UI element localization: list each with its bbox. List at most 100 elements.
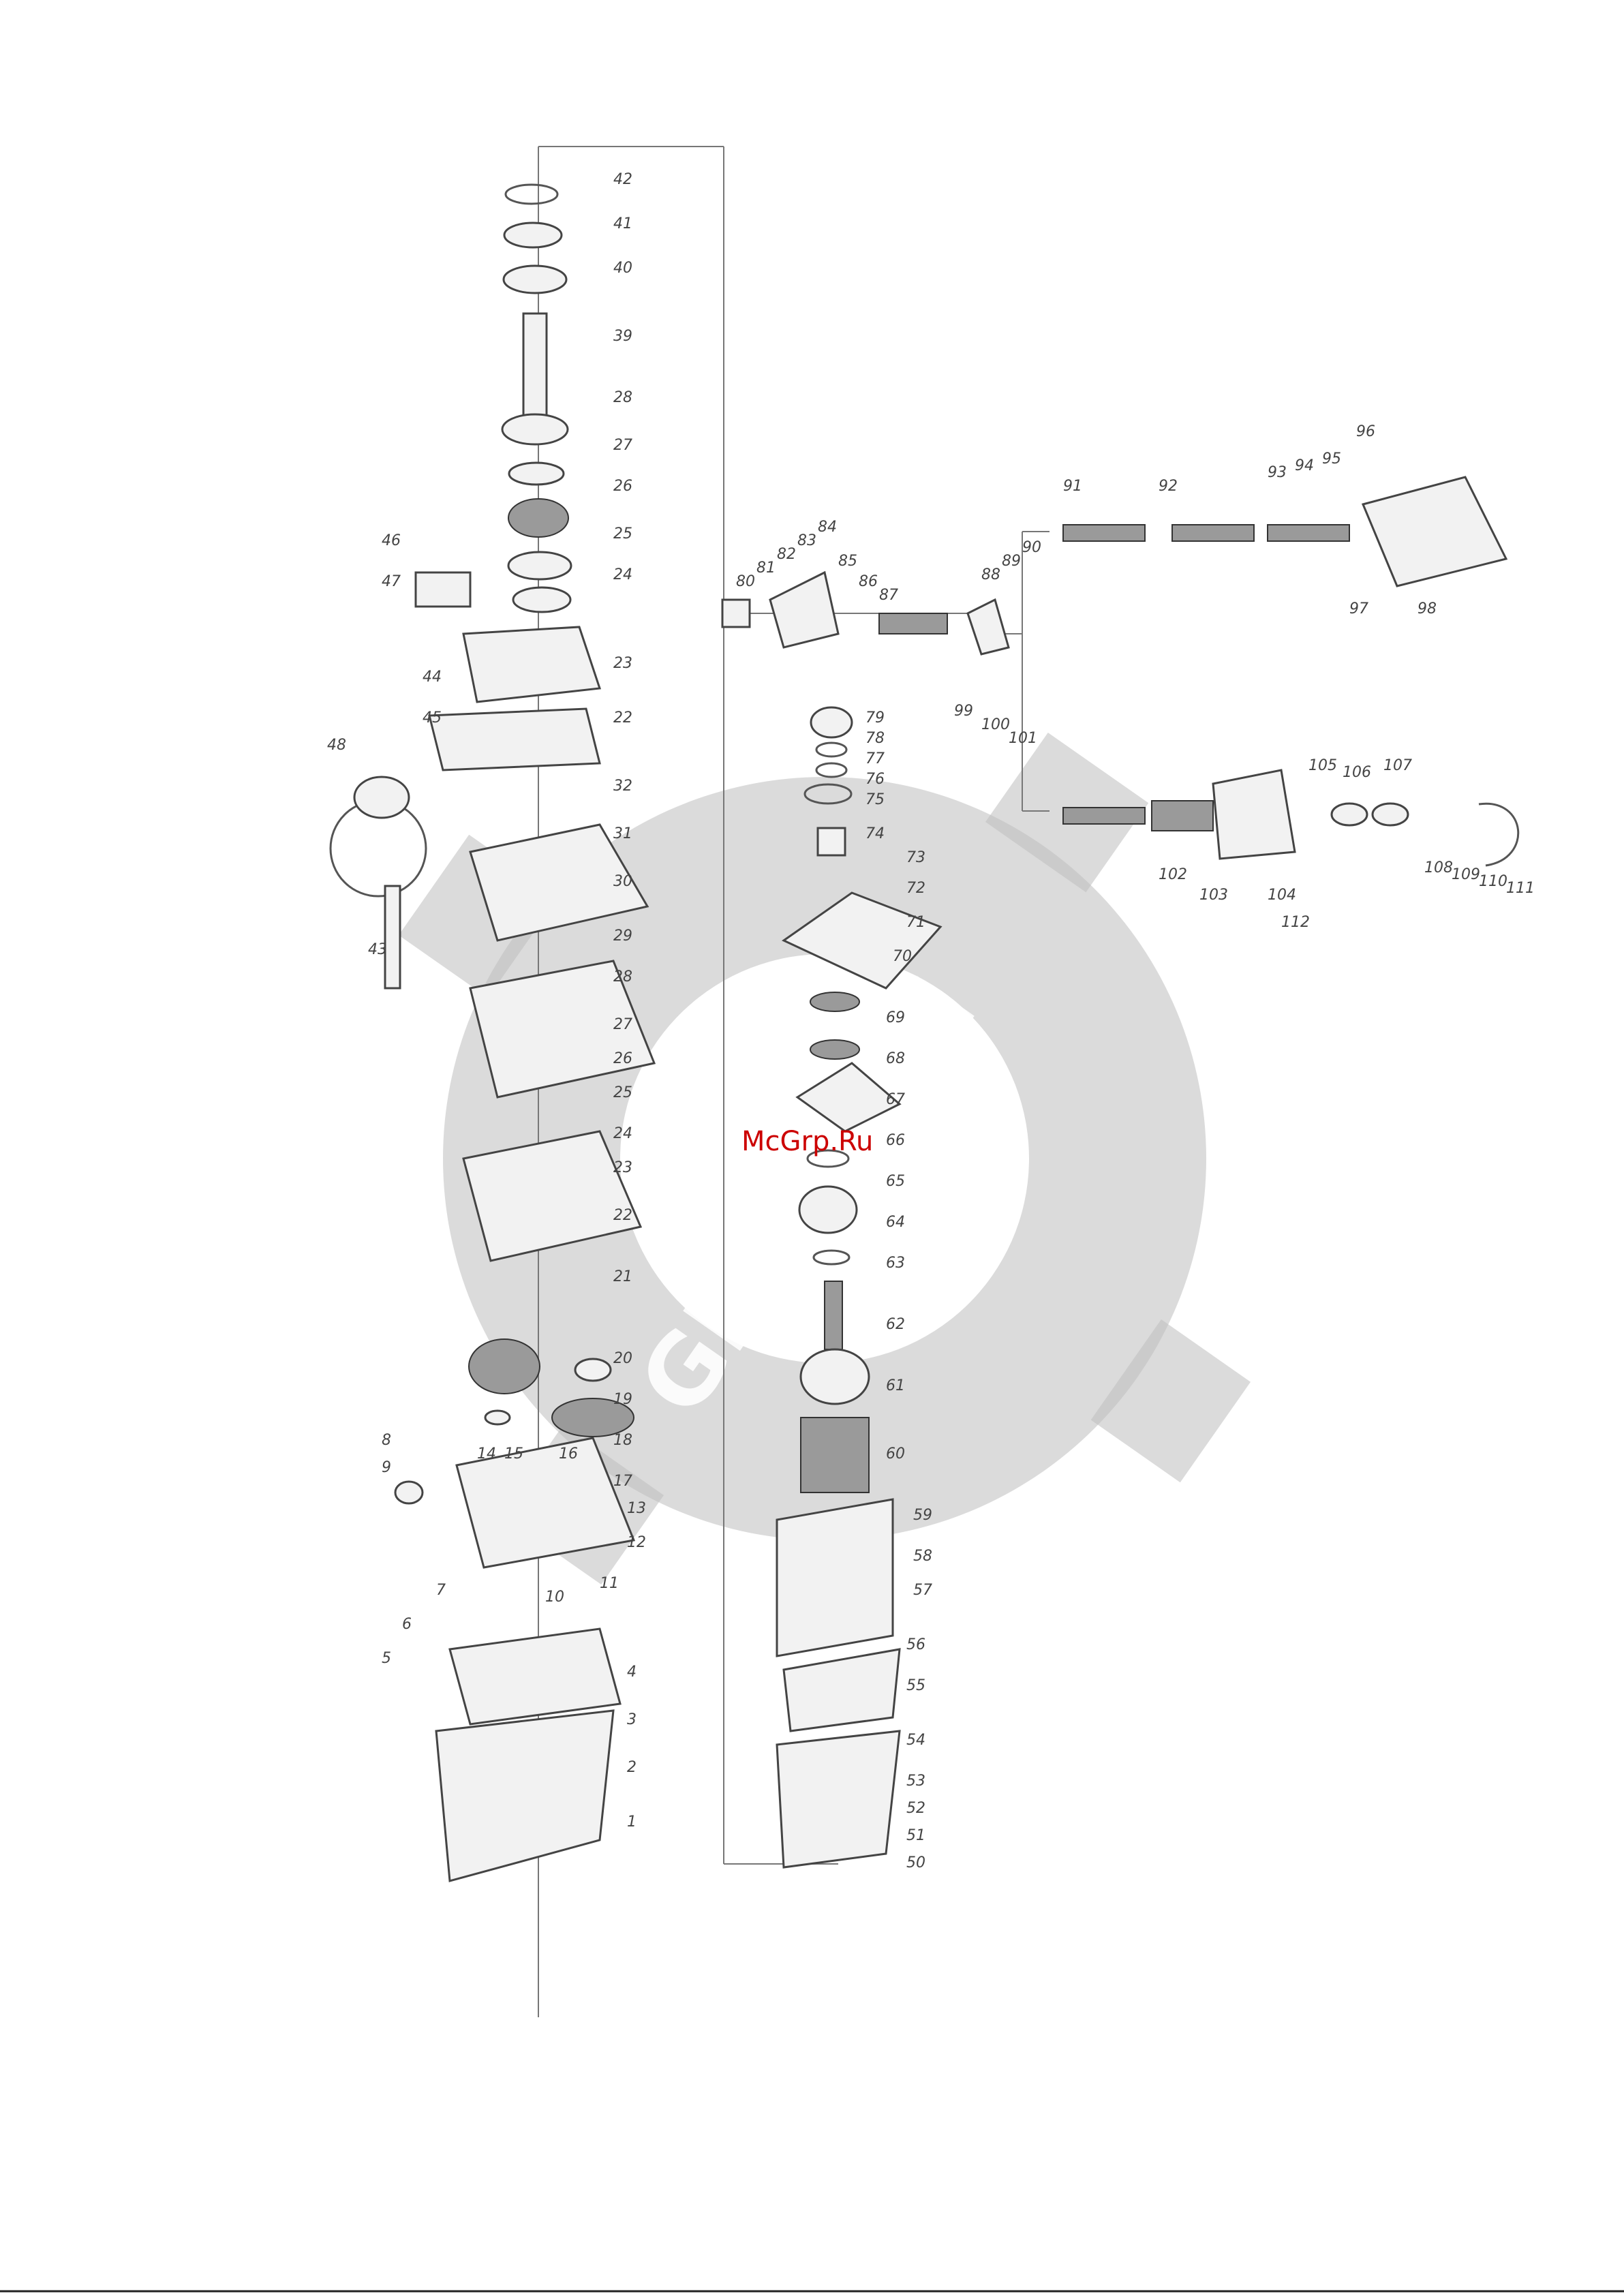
callout-label: 32 bbox=[613, 778, 632, 795]
callout-label: 24 bbox=[613, 1125, 632, 1142]
callout-label: 47 bbox=[382, 573, 401, 590]
callout-label: 14 bbox=[477, 1445, 496, 1463]
callout-label: 87 bbox=[879, 587, 898, 604]
callout-label: 69 bbox=[886, 1009, 905, 1026]
callout-label: 110 bbox=[1479, 873, 1507, 890]
callout-label: 66 bbox=[886, 1132, 905, 1149]
callout-label: 72 bbox=[906, 880, 925, 897]
callout-label: 25 bbox=[613, 1084, 632, 1101]
callout-label: 62 bbox=[886, 1316, 905, 1333]
callout-label: 53 bbox=[906, 1773, 925, 1790]
callout-label: 83 bbox=[797, 532, 816, 549]
callout-label: 86 bbox=[859, 573, 878, 590]
callout-label: 4 bbox=[627, 1664, 637, 1681]
callout-label: 51 bbox=[906, 1827, 925, 1844]
callout-label: 28 bbox=[613, 389, 632, 406]
callout-label: 12 bbox=[627, 1534, 646, 1551]
callout-label: 27 bbox=[613, 437, 632, 454]
callout-label: 25 bbox=[613, 525, 632, 542]
callout-label: 67 bbox=[886, 1091, 905, 1108]
callout-labels-centre: 79 78 77 76 75 74 73 72 71 70 69 68 67 6… bbox=[865, 709, 932, 1871]
callout-label: 63 bbox=[886, 1255, 905, 1272]
callout-label: 79 bbox=[865, 709, 885, 726]
callout-label: 17 bbox=[613, 1473, 632, 1490]
callout-label: 103 bbox=[1199, 887, 1228, 904]
callout-label: 57 bbox=[913, 1582, 932, 1599]
callout-label: 11 bbox=[600, 1575, 619, 1592]
callout-label: 90 bbox=[1022, 539, 1041, 556]
callout-label: 5 bbox=[382, 1650, 391, 1667]
callout-label: 1 bbox=[627, 1813, 637, 1831]
left-column-parts bbox=[329, 183, 656, 1882]
callout-label: 89 bbox=[1002, 553, 1021, 570]
callout-label: 20 bbox=[613, 1350, 632, 1367]
callout-label: 78 bbox=[865, 730, 885, 747]
callout-label: 41 bbox=[613, 215, 632, 232]
callout-label: 71 bbox=[906, 914, 925, 931]
centre-column-parts bbox=[776, 706, 943, 1869]
callout-label: 45 bbox=[423, 709, 442, 726]
callout-label: 77 bbox=[865, 750, 885, 767]
callout-label: 26 bbox=[613, 478, 632, 495]
callout-label: 8 bbox=[382, 1432, 391, 1449]
callout-label: 40 bbox=[613, 260, 632, 277]
callout-label: 39 bbox=[613, 328, 632, 345]
callout-label: 13 bbox=[627, 1500, 646, 1517]
callout-label: 81 bbox=[756, 560, 776, 577]
callout-label: 106 bbox=[1343, 764, 1371, 781]
callout-label: 9 bbox=[382, 1459, 391, 1476]
callout-label: 52 bbox=[906, 1800, 925, 1817]
callout-label: 60 bbox=[886, 1445, 905, 1463]
callout-label: 64 bbox=[886, 1214, 905, 1231]
callout-label: 42 bbox=[613, 171, 632, 188]
callout-label: 27 bbox=[613, 1016, 632, 1033]
callout-label: 29 bbox=[613, 928, 632, 945]
callout-label: 54 bbox=[906, 1732, 925, 1749]
callout-label: 97 bbox=[1349, 600, 1368, 617]
callout-label: 74 bbox=[865, 825, 885, 842]
callout-label: 55 bbox=[906, 1677, 925, 1694]
callout-label: 68 bbox=[886, 1050, 905, 1067]
watermark-gear: GEARSEN bbox=[398, 732, 1251, 1585]
callout-label: 56 bbox=[906, 1636, 925, 1653]
callout-label: 23 bbox=[613, 1159, 632, 1176]
callout-label: 73 bbox=[906, 849, 925, 866]
callout-label: 22 bbox=[613, 709, 632, 726]
callout-label: 94 bbox=[1295, 457, 1314, 474]
callout-label: 95 bbox=[1322, 450, 1341, 468]
callout-label: 102 bbox=[1159, 866, 1187, 883]
callout-label: 43 bbox=[368, 941, 387, 958]
callout-label: 65 bbox=[886, 1173, 905, 1190]
callout-label: 31 bbox=[613, 825, 632, 842]
callout-label: 80 bbox=[736, 573, 755, 590]
callout-label: 3 bbox=[627, 1711, 637, 1728]
callout-label: 109 bbox=[1452, 866, 1480, 883]
callout-label: 48 bbox=[327, 737, 346, 754]
callout-label: 100 bbox=[981, 716, 1010, 733]
callout-label: 19 bbox=[613, 1391, 632, 1408]
callout-label: 99 bbox=[954, 703, 973, 720]
callout-label: 92 bbox=[1159, 478, 1178, 495]
callout-label: 24 bbox=[613, 566, 632, 583]
callout-label: 15 bbox=[504, 1445, 523, 1463]
callout-label: 108 bbox=[1424, 859, 1453, 876]
callout-label: 107 bbox=[1383, 757, 1412, 774]
callout-label: 6 bbox=[402, 1616, 412, 1633]
callout-label: 30 bbox=[613, 873, 632, 890]
callout-label: 26 bbox=[613, 1050, 632, 1067]
callout-label: 23 bbox=[613, 655, 632, 672]
callout-label: 70 bbox=[893, 948, 912, 965]
callout-label: 7 bbox=[436, 1582, 446, 1599]
callout-label: 76 bbox=[865, 771, 885, 788]
callout-label: 105 bbox=[1308, 757, 1337, 774]
callout-label: 101 bbox=[1009, 730, 1037, 747]
callout-labels-left: 42 41 40 39 28 27 26 25 24 23 22 44 45 4… bbox=[327, 171, 646, 1831]
callout-label: 44 bbox=[423, 669, 442, 686]
callout-label: 88 bbox=[981, 566, 1000, 583]
callout-label: 82 bbox=[777, 546, 796, 563]
right-chain-parts bbox=[721, 476, 1520, 867]
callout-label: 46 bbox=[382, 532, 401, 549]
watermark-site: McGrp.Ru bbox=[741, 1126, 873, 1157]
callout-label: 91 bbox=[1063, 478, 1082, 495]
callout-label: 96 bbox=[1356, 423, 1375, 440]
